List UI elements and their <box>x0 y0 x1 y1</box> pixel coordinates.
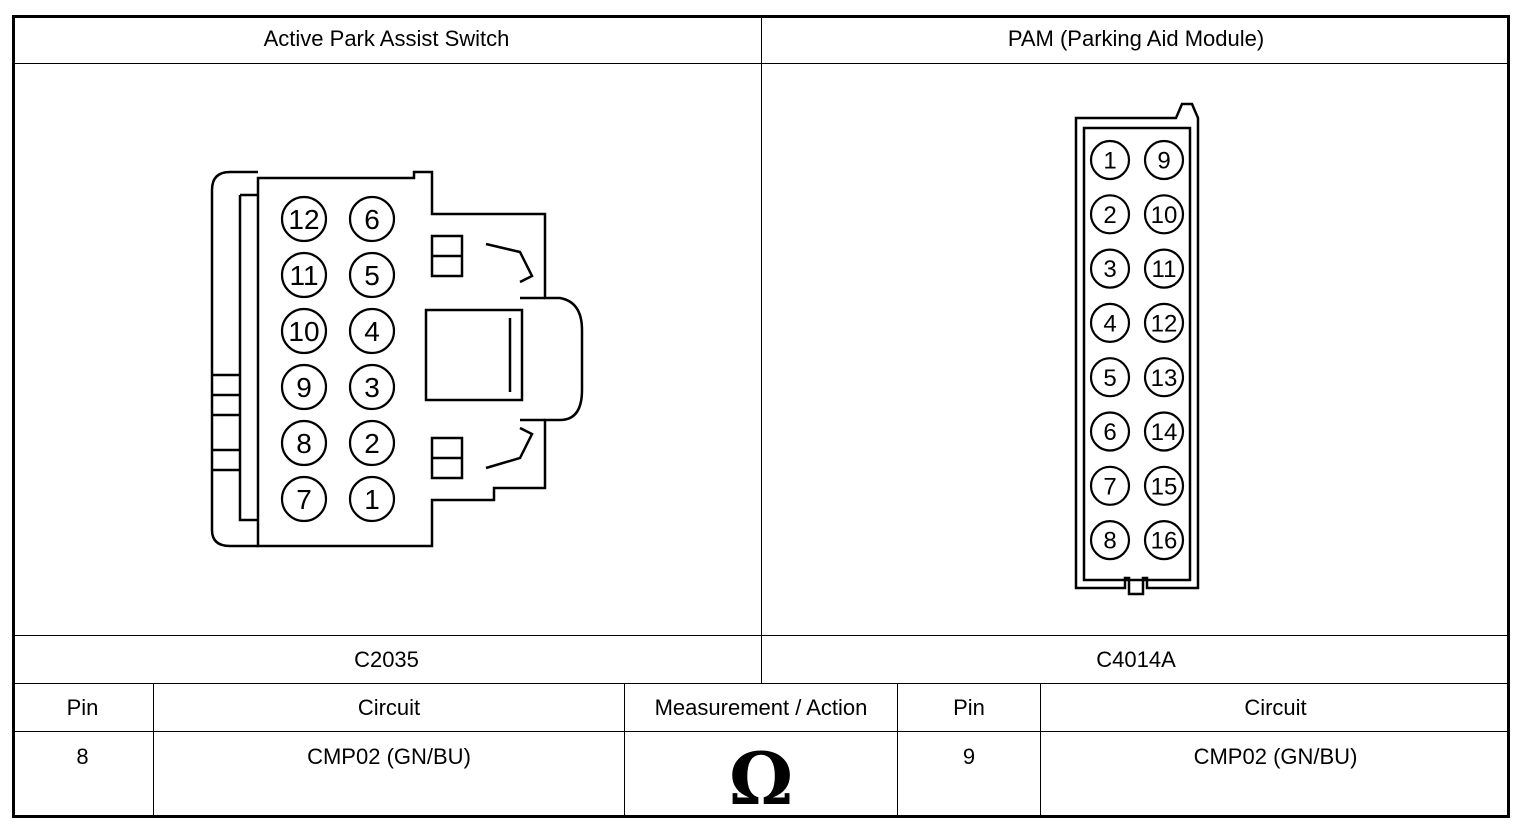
ohm-measurement-icon: Ω <box>728 735 794 821</box>
switch-pin-circle <box>280 363 328 411</box>
switch-pin-label: 11 <box>289 260 318 291</box>
switch-pin-label: 9 <box>296 372 312 403</box>
pam-pin-circle <box>1089 411 1131 452</box>
row-circuit-right: CMP02 (GN/BU) <box>1193 744 1358 769</box>
pam-pin-label: 2 <box>1103 202 1116 229</box>
switch-pin-circle <box>348 251 396 299</box>
switch-pin-label: 7 <box>296 484 312 515</box>
divider <box>761 15 762 684</box>
switch-pin-circle <box>280 307 328 355</box>
right-connector-id: C4014A <box>1096 646 1176 672</box>
pam-pin-circle <box>1089 194 1131 235</box>
switch-pin-label: 1 <box>364 484 380 515</box>
pam-pin-label: 14 <box>1151 419 1178 446</box>
divider <box>1040 683 1041 818</box>
header-pin-left: Pin <box>66 694 99 720</box>
switch-pin-label: 8 <box>296 428 312 459</box>
header-pin-right: Pin <box>953 694 985 720</box>
divider <box>12 731 1510 732</box>
left-connector-id: C2035 <box>354 646 419 672</box>
switch-pin-circle <box>280 251 328 299</box>
pam-pin-circle <box>1089 139 1131 181</box>
pam-pin-label: 5 <box>1103 365 1116 392</box>
switch-pin-circle <box>348 195 396 243</box>
pam-pin-label: 7 <box>1103 473 1116 500</box>
divider <box>897 683 898 818</box>
switch-pin-label: 12 <box>288 204 319 235</box>
row-pin-right: 9 <box>962 744 976 769</box>
pam-pin-label: 8 <box>1103 528 1116 555</box>
header-circuit-left: Circuit <box>357 694 421 720</box>
pam-pin-label: 10 <box>1151 202 1178 229</box>
switch-pin-circle <box>280 419 328 467</box>
pam-pin-circle <box>1143 519 1185 561</box>
pam-pin-circle <box>1143 302 1185 343</box>
switch-pin-circle <box>280 475 328 523</box>
pam-pin-label: 13 <box>1151 365 1178 392</box>
row-circuit-left: CMP02 (GN/BU) <box>307 744 471 769</box>
pam-pin-label: 16 <box>1151 528 1178 555</box>
switch-pin-circle <box>348 363 396 411</box>
switch-pin-circle <box>280 195 328 243</box>
pam-pin-circle <box>1089 357 1131 398</box>
header-circuit-right: Circuit <box>1244 694 1307 720</box>
switch-pin-label: 3 <box>364 372 380 403</box>
pam-pin-circle <box>1143 139 1185 181</box>
header-measurement: Measurement / Action <box>654 694 868 720</box>
switch-pin-label: 10 <box>288 316 319 347</box>
pam-pin-circle <box>1143 357 1185 398</box>
pam-pin-label: 11 <box>1152 256 1177 283</box>
divider <box>153 683 154 818</box>
pam-pin-circle <box>1089 519 1131 561</box>
pam-pin-circle <box>1143 465 1185 506</box>
right-connector-title: PAM (Parking Aid Module) <box>1007 26 1265 51</box>
switch-pin-circle <box>348 419 396 467</box>
pam-pin-label: 4 <box>1103 311 1116 338</box>
pam-pin-circle <box>1089 248 1131 289</box>
pam-pin-circle <box>1089 465 1131 506</box>
pam-pin-circle <box>1143 248 1185 289</box>
pam-pin-label: 3 <box>1103 256 1116 283</box>
pam-pin-label: 9 <box>1157 148 1170 175</box>
switch-pin-label: 6 <box>364 204 380 235</box>
switch-pin-label: 5 <box>364 260 380 291</box>
switch-pin-circle <box>348 307 396 355</box>
pam-pin-label: 6 <box>1103 419 1116 446</box>
divider <box>624 683 625 818</box>
switch-pin-circle <box>348 475 396 523</box>
pam-pin-label: 12 <box>1151 311 1178 338</box>
pam-pin-label: 1 <box>1103 148 1116 175</box>
pam-pin-circle <box>1089 302 1131 343</box>
row-pin-left: 8 <box>76 744 89 769</box>
switch-pin-label: 2 <box>364 428 380 459</box>
pam-pin-circle <box>1143 194 1185 235</box>
switch-pin-label: 4 <box>364 316 380 347</box>
pam-pin-circle <box>1143 411 1185 452</box>
left-connector-title: Active Park Assist Switch <box>263 26 510 51</box>
pam-pin-label: 15 <box>1151 473 1178 500</box>
